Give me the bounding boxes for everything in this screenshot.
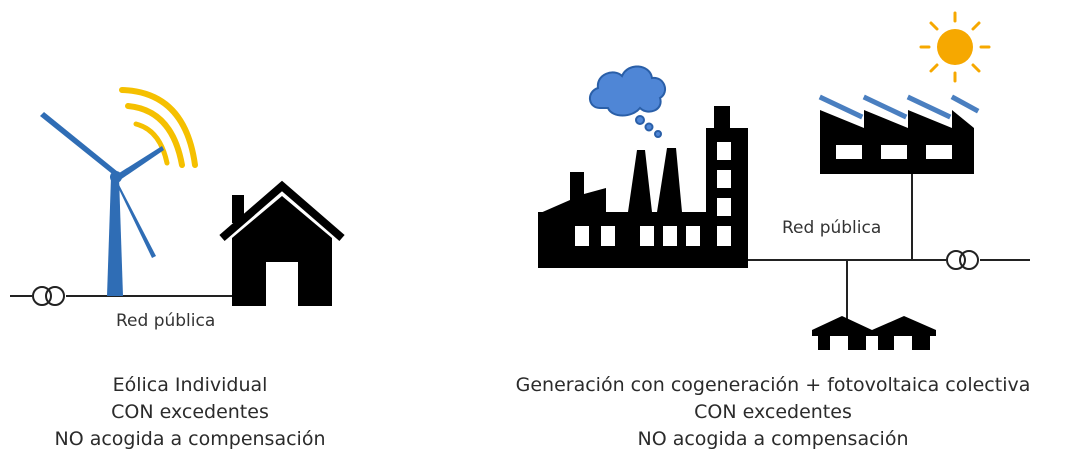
sun-icon: [919, 11, 991, 83]
transformer-icon: [32, 286, 66, 306]
right-caption: Generación con cogeneración + fotovoltai…: [478, 372, 1068, 453]
right-grid-label: Red pública: [782, 218, 882, 238]
right-caption-line-1: Generación con cogeneración + fotovoltai…: [515, 374, 1031, 396]
left-grid-label: Red pública: [116, 311, 216, 331]
left-caption-line-3: NO acogida a compensación: [54, 428, 326, 450]
left-caption: Eólica Individual CON excedentes NO acog…: [20, 372, 360, 453]
smoke-cloud-icon: [589, 65, 667, 138]
wind-arcs-icon: [119, 87, 198, 168]
houses-icon: [812, 316, 936, 350]
house-icon: [219, 180, 345, 306]
transformer-icon: [946, 250, 980, 270]
right-power-lines: [748, 174, 1030, 330]
right-caption-line-2: CON excedentes: [694, 401, 852, 423]
factory-icon: [538, 106, 748, 268]
solar-factory-icon: [818, 94, 980, 174]
left-caption-line-2: CON excedentes: [111, 401, 269, 423]
right-caption-line-3: NO acogida a compensación: [637, 428, 909, 450]
left-caption-line-1: Eólica Individual: [112, 374, 268, 396]
wind-turbine-icon: [40, 112, 164, 296]
